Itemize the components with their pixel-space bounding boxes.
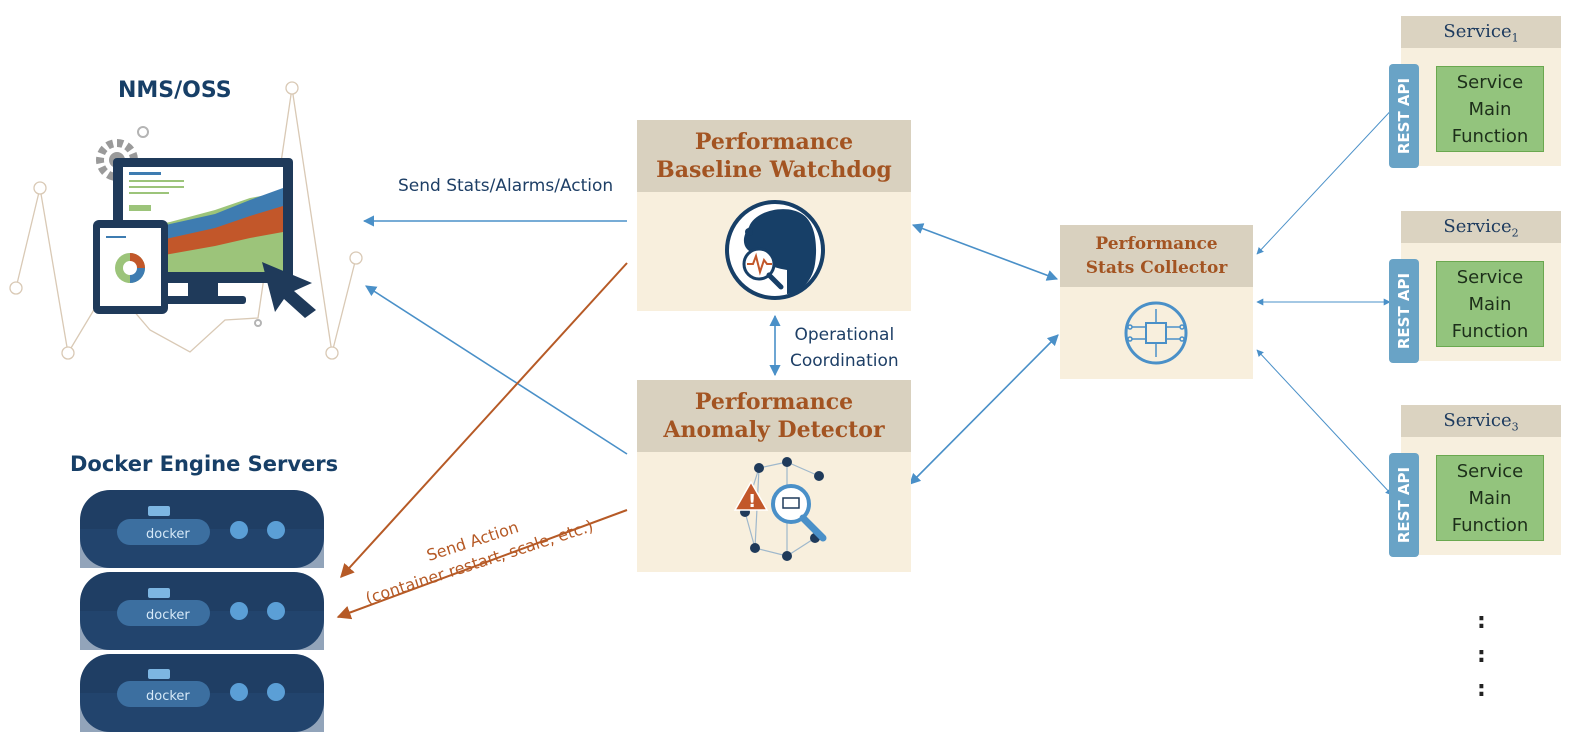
collector-title-line1: Performance — [1095, 234, 1218, 254]
op-coord-line2: Coordination — [790, 351, 899, 371]
service-3-rest-api: REST API — [1389, 453, 1419, 557]
ellipsis-3: : — [1477, 677, 1486, 702]
service-1-name: Service — [1443, 21, 1512, 42]
cursor-icon — [262, 262, 316, 318]
docker-logo-text-1: docker — [146, 527, 190, 542]
stats-collector-box: Performance Stats Collector — [1060, 225, 1253, 379]
anomaly-network-icon: ! — [733, 457, 827, 561]
service-1-rest-label: REST API — [1395, 77, 1413, 155]
docker-server-3 — [80, 654, 324, 732]
arrow-watchdog-collector — [911, 223, 1059, 281]
watchdog-icon — [725, 200, 825, 300]
service-2-main-line3: Function — [1451, 320, 1529, 342]
anomaly-detector-box: Performance Anomaly Detector ! — [637, 380, 911, 572]
docker-engine-servers-title: Docker Engine Servers — [70, 452, 339, 476]
service-3-main-line3: Function — [1451, 514, 1529, 536]
service-2-subscript: 2 — [1511, 226, 1519, 240]
service-1-main-line2: Main — [1468, 98, 1512, 120]
arrow-collector-service1 — [1256, 102, 1399, 255]
operational-coordination-label: Operational Coordination — [790, 322, 899, 374]
collector-title-line2: Stats Collector — [1085, 258, 1228, 278]
watchdog-title-line2: Baseline Watchdog — [656, 157, 892, 183]
baseline-watchdog-box: Performance Baseline Watchdog — [637, 120, 911, 311]
arrow-detector-collector — [909, 334, 1059, 485]
service-1-main-line3: Function — [1451, 125, 1529, 147]
docker-server-rack: docker docker docker — [80, 490, 324, 732]
service-3-rest-label: REST API — [1395, 466, 1413, 544]
detector-title-line1: Performance — [694, 389, 854, 415]
service-3-header: Service3 — [1401, 405, 1561, 437]
op-coord-line1: Operational — [794, 325, 895, 345]
collector-chip-icon — [1124, 301, 1188, 365]
nms-background-linechart — [9, 81, 363, 360]
service-3-main-line2: Main — [1468, 487, 1512, 509]
arrow-detector-to-nms — [365, 285, 628, 455]
arrow-collector-service3 — [1256, 349, 1393, 496]
tablet-icon — [93, 220, 168, 314]
send-stats-label: Send Stats/Alarms/Action — [398, 176, 614, 196]
more-services-ellipsis: : : : — [1477, 605, 1486, 707]
service-2-main-line2: Main — [1468, 293, 1512, 315]
service-2-main-line1: Service — [1456, 266, 1524, 288]
detector-header: Performance Anomaly Detector — [637, 380, 911, 452]
collector-header: Performance Stats Collector — [1060, 225, 1253, 287]
ellipsis-1: : — [1477, 609, 1486, 634]
service-1-header: Service1 — [1401, 16, 1561, 48]
nms-oss-title: NMS/OSS — [118, 78, 232, 103]
service-2-rest-label: REST API — [1395, 272, 1413, 350]
service-3-subscript: 3 — [1511, 420, 1519, 434]
svg-text:!: ! — [748, 491, 756, 512]
docker-server-1 — [80, 490, 324, 568]
ellipsis-2: : — [1477, 643, 1486, 668]
docker-whale-icon — [148, 506, 170, 679]
arrow-watchdog-to-docker — [340, 262, 628, 579]
service-1-rest-api: REST API — [1389, 64, 1419, 168]
docker-logo-text-3: docker — [146, 689, 190, 704]
service-3-name: Service — [1443, 410, 1512, 431]
detector-title-line2: Anomaly Detector — [663, 417, 885, 443]
service-1-main-line1: Service — [1456, 71, 1524, 93]
watchdog-title-line1: Performance — [694, 129, 854, 155]
service-3-main-line1: Service — [1456, 460, 1524, 482]
service-2-rest-api: REST API — [1389, 259, 1419, 363]
service-2-header: Service2 — [1401, 211, 1561, 243]
service-1-subscript: 1 — [1511, 31, 1519, 45]
arrow-detector-to-docker — [336, 509, 628, 620]
docker-logo-text-2: docker — [146, 608, 190, 623]
watchdog-header: Performance Baseline Watchdog — [637, 120, 911, 192]
docker-server-2 — [80, 572, 324, 650]
service-2-name: Service — [1443, 216, 1512, 237]
